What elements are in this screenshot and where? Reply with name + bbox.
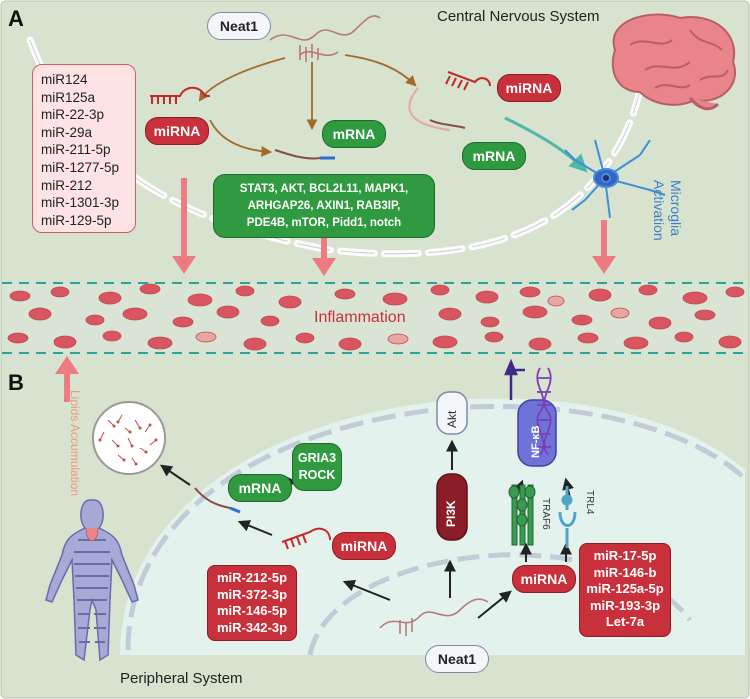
neat1-arrows-a: [198, 54, 417, 157]
pi3k-label: PI3K: [444, 500, 458, 527]
mirna-hairpin-b: [281, 527, 331, 550]
target-genes-b: GRIA3 ROCK: [292, 443, 342, 491]
mirna-list-a-item: miR-1277-5p: [41, 159, 120, 175]
pi3k-shape: [436, 473, 468, 541]
mirna-hairpin-a-left: [150, 86, 210, 104]
traf6-receptor: [508, 484, 536, 546]
mirna-list-b-left-item: miR-146-5p: [216, 603, 288, 619]
cns-title: Central Nervous System: [437, 8, 600, 25]
akt-shape: [436, 391, 468, 435]
mirna-list-b-left-item: miR-342-3p: [216, 619, 288, 635]
target-genes-a-line: STAT3, AKT, BCL2L11, MAPK1,: [239, 183, 409, 195]
lipids-accumulation-label: Lipids Accumulation: [68, 390, 82, 497]
lipids-up-arrow: [55, 356, 79, 402]
mirna-pill-a-left: miRNA: [145, 117, 209, 145]
mrna-pill-a-center: mRNA: [322, 120, 386, 148]
panel-b-letter: B: [8, 370, 24, 395]
mirna-pill-a-right: miRNA: [497, 74, 561, 102]
mrna-pill-b: mRNA: [228, 474, 292, 502]
target-genes-a-line: PDE4B, mTOR, Pidd1, notch: [246, 217, 402, 229]
mirna-list-b-right-item: Let-7a: [605, 614, 645, 630]
nfkb-label: NF-κB: [530, 425, 542, 458]
lipid-droplet: [92, 401, 166, 475]
akt-label: Akt: [445, 410, 459, 428]
microglia-activation-label: Microglia Activation: [651, 180, 684, 241]
panel-a-letter: A: [8, 6, 24, 31]
mirna-pill-b-left: miRNA: [332, 532, 396, 560]
mirna-list-a-item: miR-211-5p: [41, 142, 111, 158]
black-arrows-b: [160, 439, 574, 619]
mirna-list-a: miR124 miR125a miR-22-3p miR-29a miR-211…: [32, 64, 136, 233]
neat1-rna-bottom: [379, 598, 489, 636]
target-genes-b-line: GRIA3: [297, 451, 337, 465]
target-genes-a: STAT3, AKT, BCL2L11, MAPK1, ARHGAP26, AX…: [213, 174, 435, 238]
mrna-pill-a-right: mRNA: [462, 142, 526, 170]
brain-image: [611, 13, 736, 111]
mirna-hairpin-a-right: [445, 71, 491, 91]
peripheral-cell-membrane: [125, 403, 744, 651]
trl4-label: TRL4: [584, 490, 595, 515]
mirna-list-a-item: miR-212: [41, 177, 93, 193]
mirna-list-b-right-item: miR-125a-5p: [586, 581, 664, 597]
pink-down-arrows: [172, 178, 616, 276]
mirna-list-a-item: miR125a: [41, 89, 96, 105]
neat1-rna-top: [269, 15, 381, 62]
mirna-list-a-item: miR-22-3p: [41, 107, 105, 123]
traf6-label: TRAF6: [540, 498, 551, 530]
blood-cells: [7, 283, 745, 351]
neat1-bottom-pill: Neat1: [425, 645, 489, 673]
microglia-cell: [564, 139, 666, 219]
inflammation-label: Inflammation: [314, 309, 406, 326]
mirna-list-b-right-item: miR-146-b: [593, 564, 657, 580]
mrna-strand-a-right: [408, 87, 466, 131]
target-genes-a-line: ARHGAP26, AXIN1, RAB3IP,: [247, 200, 401, 212]
mirna-pill-b-right: miRNA: [512, 565, 576, 593]
dna-helix: [536, 367, 552, 456]
mrna-strand-a: [274, 149, 335, 160]
mirna-list-a-item: miR124: [41, 72, 88, 87]
trl4-receptor: [558, 486, 577, 548]
mirna-list-b-left-item: miR-212-5p: [216, 570, 288, 585]
target-genes-b-line: ROCK: [298, 468, 336, 482]
mirna-list-a-item: miR-29a: [41, 124, 93, 140]
mirna-list-b-right: miR-17-5p miR-146-b miR-125a-5p miR-193-…: [579, 543, 671, 637]
mirna-list-b-right-item: miR-17-5p: [593, 548, 657, 563]
mirna-list-a-item: miR-129-5p: [41, 212, 112, 228]
mirna-list-b-left-item: miR-372-3p: [216, 586, 288, 602]
mirna-list-a-item: miR-1301-3p: [41, 195, 120, 211]
mirna-list-b-left: miR-212-5p miR-372-3p miR-146-5p miR-342…: [207, 565, 297, 641]
peripheral-title: Peripheral System: [120, 670, 243, 687]
microglia-arrow: [504, 116, 588, 173]
human-body-figure: [45, 499, 139, 662]
neat1-top-pill: Neat1: [207, 12, 271, 40]
mrna-strand-b: [194, 487, 241, 514]
mirna-list-b-right-item: miR-193-3p: [589, 597, 661, 613]
nfkb-shape: [517, 399, 557, 467]
transcription-arrow: [504, 358, 525, 400]
